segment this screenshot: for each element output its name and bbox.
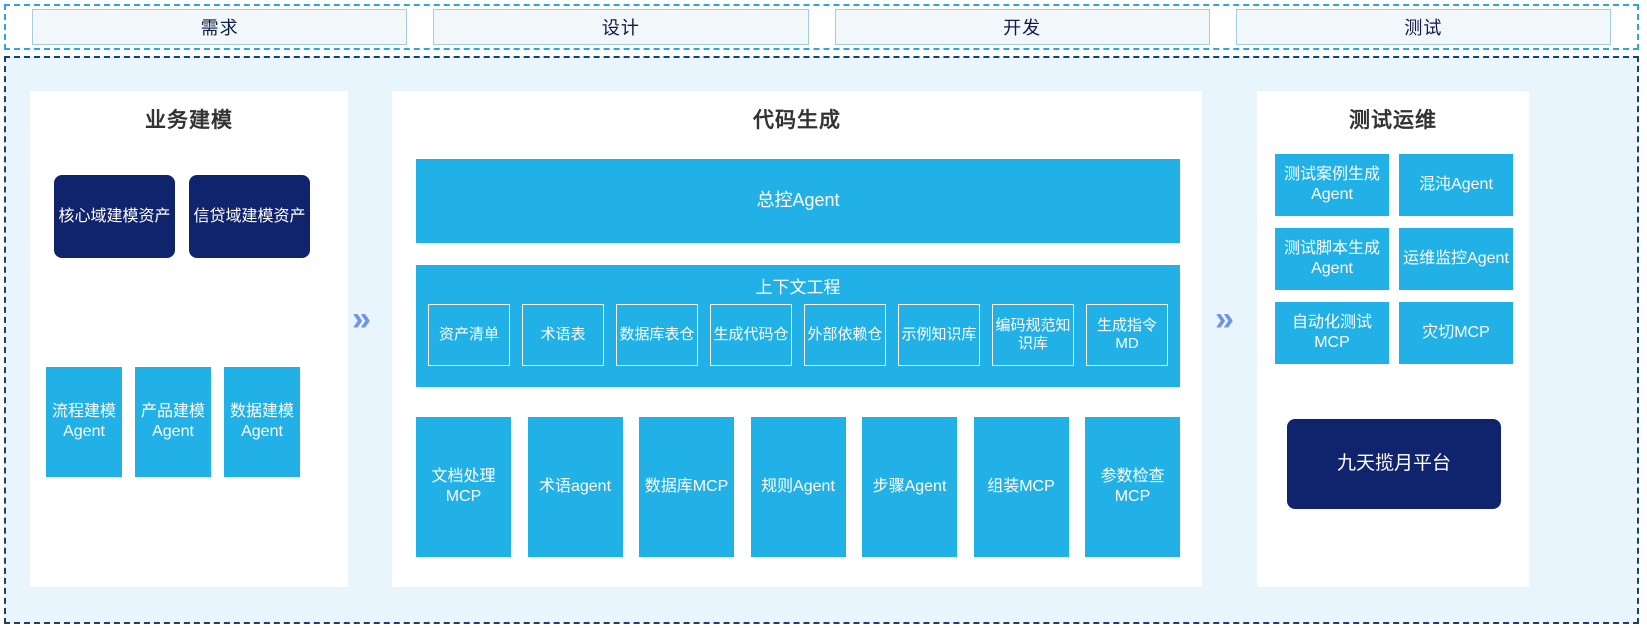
master-agent-bar[interactable]: 总控Agent bbox=[416, 159, 1180, 243]
context-item-example-knowledge-base[interactable]: 示例知识库 bbox=[898, 304, 980, 366]
context-item-db-table-repo[interactable]: 数据库表仓 bbox=[616, 304, 698, 366]
context-item-row: 资产清单 术语表 数据库表仓 生成代码仓 外部依赖仓 示例知识库 编码规范知识库… bbox=[416, 304, 1180, 366]
tool-card-rule-agent[interactable]: 规则Agent bbox=[750, 417, 846, 557]
business-asset-group: 核心域建模资产 信贷域建模资产 bbox=[54, 175, 324, 258]
asset-card-core-domain[interactable]: 核心域建模资产 bbox=[54, 175, 175, 258]
agent-card-product-modeling[interactable]: 产品建模Agent bbox=[135, 367, 211, 477]
tool-card-assembly-mcp[interactable]: 组装MCP bbox=[973, 417, 1069, 557]
agent-card-test-script-generation[interactable]: 测试脚本生成Agent bbox=[1275, 228, 1389, 290]
agent-card-test-case-generation[interactable]: 测试案例生成Agent bbox=[1275, 154, 1389, 216]
context-engineering-title: 上下文工程 bbox=[755, 278, 841, 297]
tool-card-parameter-check-mcp[interactable]: 参数检查MCP bbox=[1085, 417, 1180, 557]
stage-box-development[interactable]: 开发 bbox=[834, 9, 1210, 45]
context-item-coding-standard-knowledge-base[interactable]: 编码规范知识库 bbox=[992, 304, 1074, 366]
stage-box-requirement[interactable]: 需求 bbox=[32, 9, 408, 45]
agent-card-disaster-switch-mcp[interactable]: 灾切MCP bbox=[1399, 302, 1513, 364]
tool-card-database-mcp[interactable]: 数据库MCP bbox=[639, 417, 734, 557]
panel-testing-operations: 测试运维 测试案例生成Agent 混沌Agent 测试脚本生成Agent 运维监… bbox=[1257, 91, 1529, 587]
panel-title-business-modeling: 业务建模 bbox=[145, 109, 233, 132]
platform-card-jiutian-lanyue[interactable]: 九天揽月平台 bbox=[1287, 419, 1501, 509]
context-item-glossary[interactable]: 术语表 bbox=[522, 304, 604, 366]
agent-card-chaos[interactable]: 混沌Agent bbox=[1399, 154, 1513, 216]
chevron-right-icon-2: » bbox=[1215, 300, 1234, 338]
chevron-right-icon-1: » bbox=[352, 300, 371, 338]
panel-title-testing-operations: 测试运维 bbox=[1349, 109, 1437, 132]
context-item-generation-instruction-md[interactable]: 生成指令MD bbox=[1086, 304, 1168, 366]
tool-card-document-processing-mcp[interactable]: 文档处理MCP bbox=[416, 417, 511, 557]
tool-card-glossary-agent[interactable]: 术语agent bbox=[527, 417, 623, 557]
asset-card-credit-domain[interactable]: 信贷域建模资产 bbox=[189, 175, 310, 258]
panel-business-modeling: 业务建模 核心域建模资产 信贷域建模资产 流程建模Agent 产品建模Agent… bbox=[30, 91, 348, 587]
tool-card-step-agent[interactable]: 步骤Agent bbox=[862, 417, 957, 557]
business-agent-group: 流程建模Agent 产品建模Agent 数据建模Agent bbox=[46, 367, 334, 477]
stage-bar: 需求 设计 开发 测试 bbox=[4, 4, 1639, 50]
context-engineering-block: 上下文工程 资产清单 术语表 数据库表仓 生成代码仓 外部依赖仓 示例知识库 编… bbox=[416, 265, 1180, 387]
stage-box-testing[interactable]: 测试 bbox=[1235, 9, 1611, 45]
agent-card-ops-monitoring[interactable]: 运维监控Agent bbox=[1399, 228, 1513, 290]
context-item-generated-code-repo[interactable]: 生成代码仓 bbox=[710, 304, 792, 366]
context-item-asset-inventory[interactable]: 资产清单 bbox=[428, 304, 510, 366]
panel-title-code-generation: 代码生成 bbox=[753, 109, 841, 132]
agent-card-automated-testing-mcp[interactable]: 自动化测试MCP bbox=[1275, 302, 1389, 364]
context-item-external-dependency-repo[interactable]: 外部依赖仓 bbox=[804, 304, 886, 366]
testing-agent-grid: 测试案例生成Agent 混沌Agent 测试脚本生成Agent 运维监控Agen… bbox=[1275, 154, 1513, 364]
agent-card-data-modeling[interactable]: 数据建模Agent bbox=[224, 367, 300, 477]
main-region: » » 业务建模 核心域建模资产 信贷域建模资产 流程建模Agent 产品建模A… bbox=[4, 56, 1639, 624]
panel-code-generation: 代码生成 总控Agent 上下文工程 资产清单 术语表 数据库表仓 生成代码仓 … bbox=[392, 91, 1202, 587]
stage-box-design[interactable]: 设计 bbox=[433, 9, 809, 45]
agent-card-process-modeling[interactable]: 流程建模Agent bbox=[46, 367, 122, 477]
tool-card-row: 文档处理MCP 术语agent 数据库MCP 规则Agent 步骤Agent 组… bbox=[416, 417, 1180, 557]
